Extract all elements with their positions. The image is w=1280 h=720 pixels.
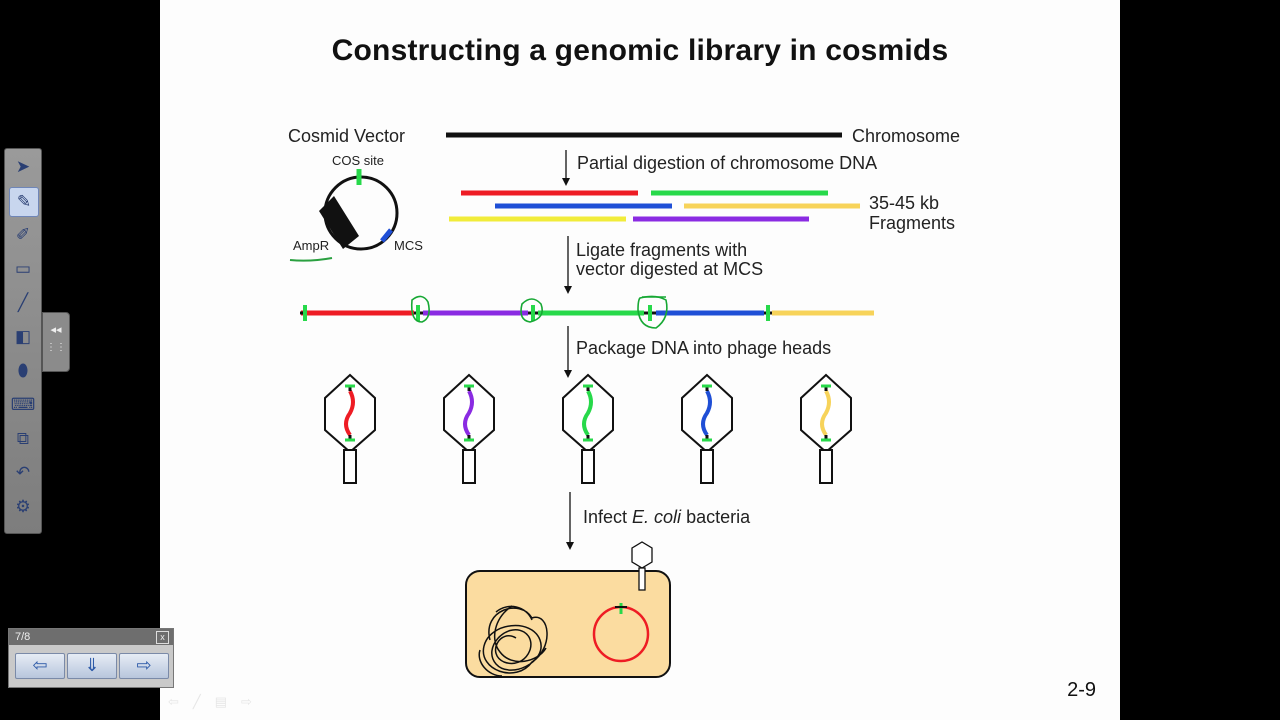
previous-slide-button[interactable]: ⇦ [15,653,65,679]
phage-dna-insert [701,390,712,437]
undo-icon[interactable]: ↶ [15,463,31,482]
phage-blue [681,373,733,484]
cos-site-label: COS site [332,153,385,168]
step-package: Package DNA into phage heads [576,338,832,358]
infecting-phage-head [631,541,653,569]
next-slide-button[interactable]: ⇨ [119,653,169,679]
line-icon[interactable]: ╱ [17,293,29,312]
settings-icon[interactable]: ⚙ [15,497,31,516]
ampr-block [319,196,359,249]
nav-header: 7/8 x [9,629,173,645]
slide-navigator: 7/8 x ⇦ ⇓ ⇨ [8,628,174,688]
ecoli-cell [465,570,671,678]
fill-icon[interactable]: ⬮ [17,361,29,380]
infecting-phage-tail [638,567,646,591]
pen-icon[interactable]: ✎ [9,187,39,217]
phage-tail [819,449,833,484]
phage-dna-insert [820,390,831,437]
fragments-label: Fragments [869,213,956,233]
slide-menu-button[interactable]: ⇓ [67,653,117,679]
step-infect-italic: E. coli [632,507,682,527]
chromosome-label: Chromosome [852,126,961,146]
step-infect-suffix: bacteria [681,507,751,527]
cosmid-diagram [289,132,874,678]
arrow-down-icon [566,542,574,550]
grip-icon: ⋮⋮ [46,342,66,353]
phage-yellow [800,373,852,484]
eraser-icon[interactable]: ▭ [14,259,32,278]
slide: Constructing a genomic library in cosmid… [160,0,1120,720]
step-ligate-line2: vector digested at MCS [576,259,764,279]
mcs-marker [380,228,393,243]
ampr-label: AmpR [293,238,330,253]
phage-tail [581,449,595,484]
phage-dna-insert [582,390,593,437]
phage-tail [462,449,476,484]
step-infect: Infect E. coli bacteria [583,507,750,528]
arrow-down-icon [564,370,572,378]
toolbar-collapse-tab[interactable]: ◂◂ ⋮⋮ [42,312,70,372]
step-ligate-line1: Ligate fragments with [576,240,748,260]
select-arrow-icon[interactable]: ➤ [15,157,31,176]
cosmid-vector-label: Cosmid Vector [288,126,406,146]
annotation-toolbar: ➤ ✎ ✐ ▭ ╱ ◧ ⬮ ⌨ ⧉ ↶ ⚙ [4,148,42,534]
capture-icon[interactable]: ⧉ [16,429,30,448]
faint-presenter-tools: ⇦╱▤⇨ [168,694,266,709]
phage-red [324,373,376,484]
arrow-down-icon [564,286,572,294]
shapes-icon[interactable]: ◧ [14,327,32,346]
step-infect-prefix: Infect [583,507,633,527]
collapse-icon: ◂◂ [50,324,62,336]
phage-dna-insert [463,390,474,437]
page-number: 2-9 [1067,679,1096,701]
phage-tail [343,449,357,484]
step-partial-digestion: Partial digestion of chromosome DNA [577,153,878,173]
phage-row [324,373,852,484]
phage-tail [700,449,714,484]
fragment-size-label: 35-45 kb [869,193,940,213]
keyboard-icon[interactable]: ⌨ [10,395,36,414]
bacterial-chromosome-scribble [478,605,548,677]
cos-annotation-circles [410,295,668,329]
page-indicator: 7/8 [15,631,31,643]
phage-purple [443,373,495,484]
slide-title: Constructing a genomic library in cosmid… [331,34,949,67]
ampr-underline [289,257,333,262]
highlighter-icon[interactable]: ✐ [15,225,31,244]
phage-dna-insert [344,390,355,437]
arrow-down-icon [562,178,570,186]
nav-close-button[interactable]: x [156,631,169,644]
phage-green [562,373,614,484]
mcs-label: MCS [394,238,423,253]
